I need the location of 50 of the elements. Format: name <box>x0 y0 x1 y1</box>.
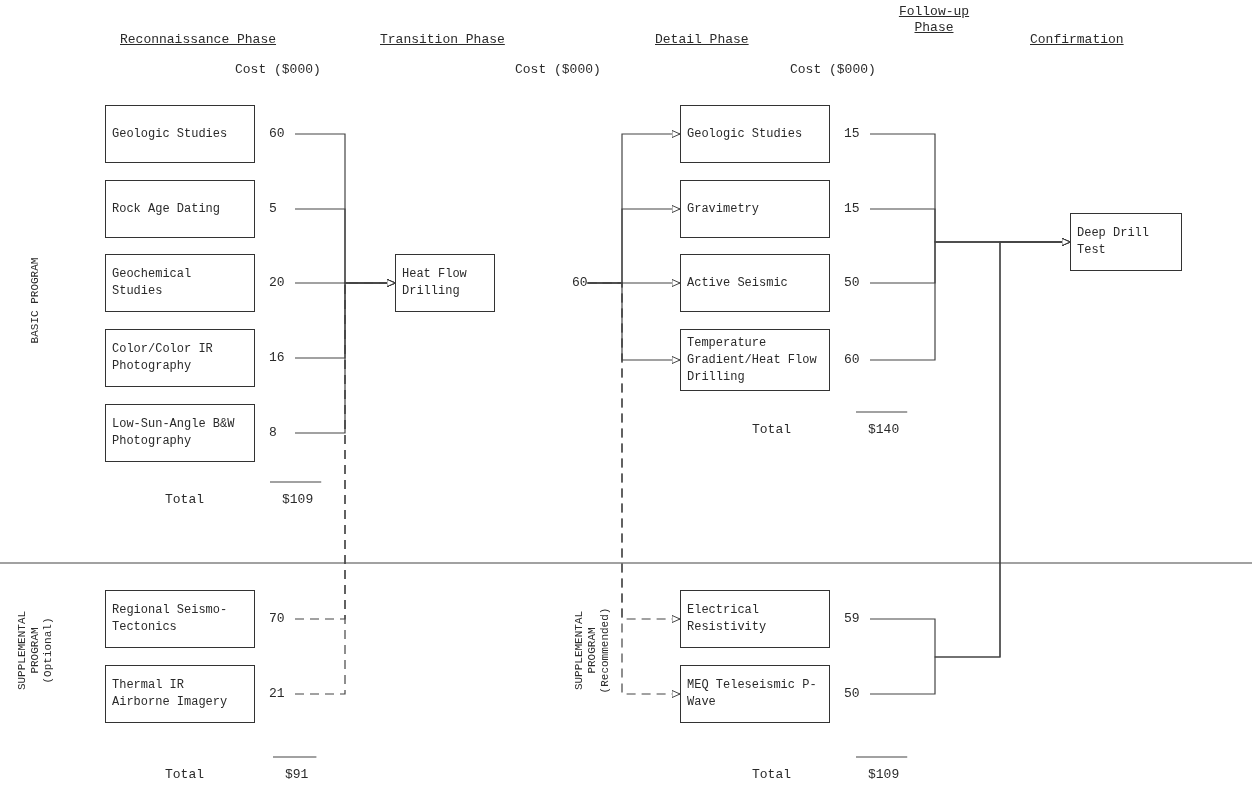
total-label: Total <box>165 767 204 783</box>
connector-arrow <box>294 278 396 695</box>
column-heading: Cost ($000) <box>515 62 601 78</box>
column-heading: Cost ($000) <box>790 62 876 78</box>
process-box: Deep Drill Test <box>1070 213 1182 271</box>
phase-heading: Follow-up Phase <box>898 4 970 36</box>
process-box: Geochemical Studies <box>105 254 255 312</box>
process-box: Geologic Studies <box>680 105 830 163</box>
cost-value: 8 <box>269 425 278 441</box>
cost-value: 60 <box>844 352 861 368</box>
process-box: Low-Sun-Angle B&W Photography <box>105 404 255 462</box>
cost-value: 5 <box>269 201 278 217</box>
process-box: Geologic Studies <box>105 105 255 163</box>
cost-value: 20 <box>269 275 286 291</box>
process-box: Heat Flow Drilling <box>395 254 495 312</box>
program-label: BASIC PROGRAM <box>28 256 42 345</box>
cost-value: 21 <box>269 686 286 702</box>
total-value: $109 <box>868 767 900 783</box>
process-box: MEQ Teleseismic P-Wave <box>680 665 830 723</box>
phase-heading: Confirmation <box>1030 32 1124 48</box>
cost-value: 15 <box>844 126 861 142</box>
program-label: SUPPLEMENTAL PROGRAM (Recommended) <box>572 606 612 695</box>
process-box: Rock Age Dating <box>105 180 255 238</box>
phase-heading: Reconnaissance Phase <box>120 32 277 48</box>
cost-value: 50 <box>844 275 861 291</box>
process-box: Active Seismic <box>680 254 830 312</box>
cost-value: 59 <box>844 611 861 627</box>
process-box: Color/Color IR Photography <box>105 329 255 387</box>
connector-arrow <box>587 282 681 699</box>
total-label: Total <box>752 422 791 438</box>
process-box: Electrical Resistivity <box>680 590 830 648</box>
total-value: $140 <box>868 422 900 438</box>
phase-heading: Transition Phase <box>380 32 505 48</box>
total-value: $109 <box>282 492 314 508</box>
process-box: Regional Seismo-Tectonics <box>105 590 255 648</box>
cost-value: 60 <box>269 126 286 142</box>
cost-value: 50 <box>844 686 861 702</box>
process-box: Thermal IR Airborne Imagery <box>105 665 255 723</box>
column-heading: Cost ($000) <box>235 62 321 78</box>
phase-heading: Detail Phase <box>655 32 749 48</box>
total-label: Total <box>752 767 791 783</box>
process-box: Temperature Gradient/Heat Flow Drilling <box>680 329 830 391</box>
cost-value: 60 <box>572 275 588 291</box>
cost-value: 15 <box>844 201 861 217</box>
total-label: Total <box>165 492 204 508</box>
total-value: $91 <box>285 767 309 783</box>
process-box: Gravimetry <box>680 180 830 238</box>
cost-value: 16 <box>269 350 286 366</box>
cost-value: 70 <box>269 611 286 627</box>
program-label: SUPPLEMENTAL PROGRAM (Optional) <box>15 609 55 692</box>
